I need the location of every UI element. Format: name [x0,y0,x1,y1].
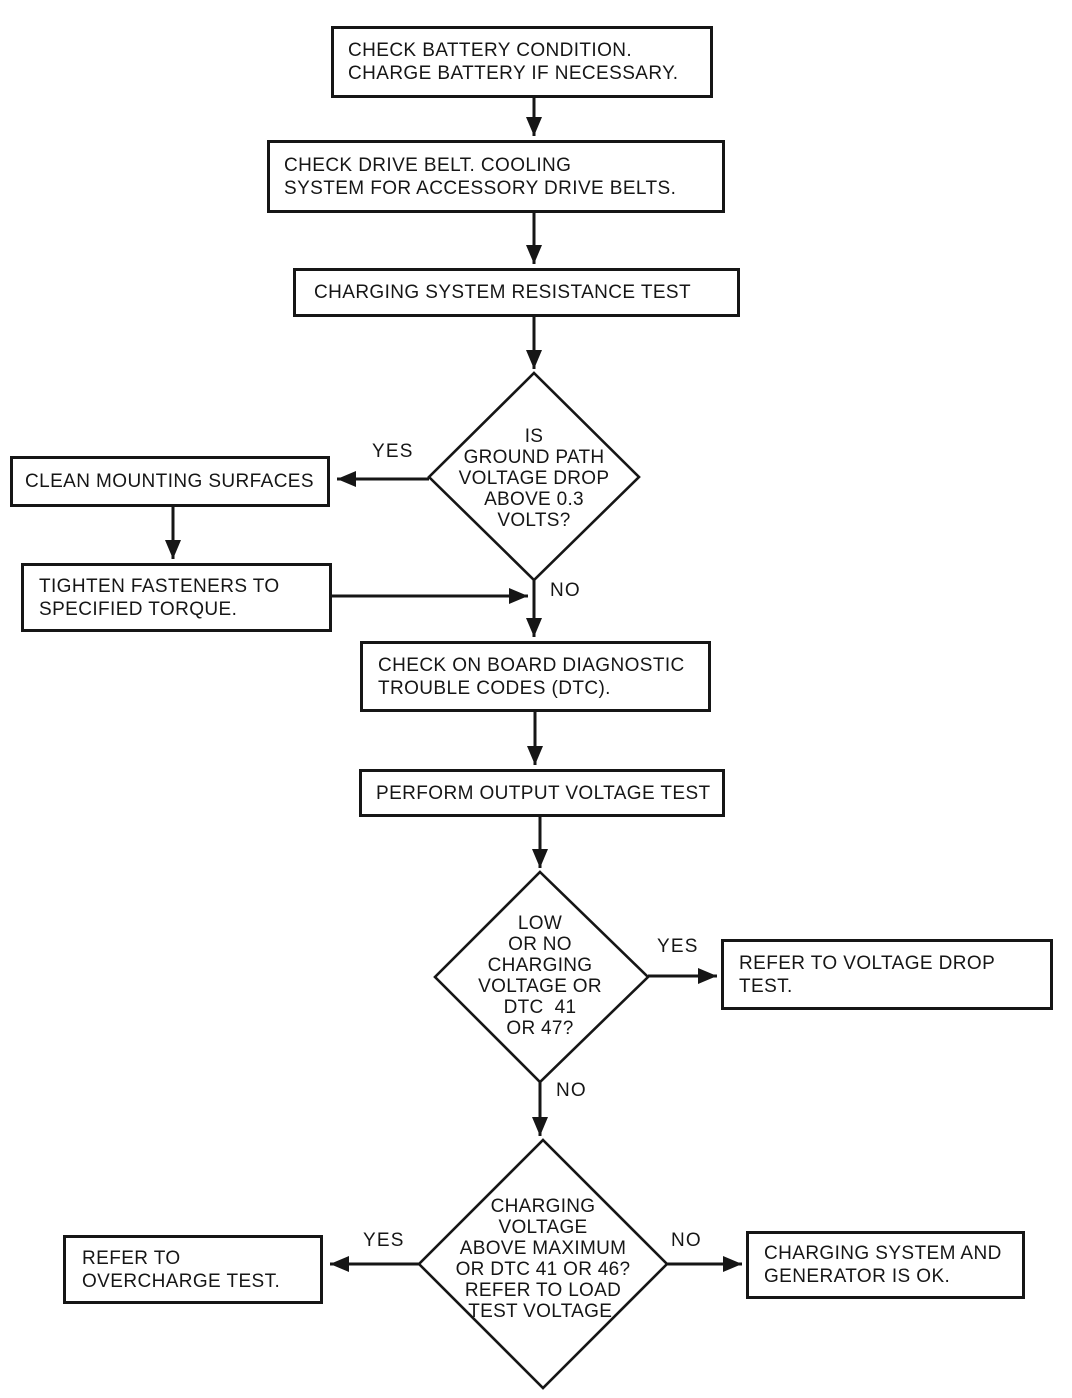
node-voltage-drop-test-label: REFER TO VOLTAGE DROP TEST. [739,952,996,997]
decision-overcharge-label: CHARGING VOLTAGE ABOVE MAXIMUM OR DTC 41… [455,1196,631,1322]
node-clean-mounting-surfaces: CLEAN MOUNTING SURFACES [10,456,330,507]
node-output-voltage-test-label: PERFORM OUTPUT VOLTAGE TEST [376,782,711,804]
node-tighten-fasteners-label: TIGHTEN FASTENERS TO SPECIFIED TORQUE. [39,575,280,620]
node-refer-overcharge-test: REFER TO OVERCHARGE TEST. [63,1235,323,1304]
edge-label-low-voltage-no: NO [556,1080,587,1101]
edge-label-low-voltage-yes: YES [657,936,699,957]
edge-label-ground-path-yes: YES [372,441,414,462]
node-check-battery: CHECK BATTERY CONDITION. CHARGE BATTERY … [331,26,713,98]
node-refer-voltage-drop-test: REFER TO VOLTAGE DROP TEST. [721,939,1053,1010]
edge-label-overcharge-no: NO [671,1230,702,1251]
node-charging-system-resistance-test: CHARGING SYSTEM RESISTANCE TEST [293,268,740,317]
node-check-battery-label: CHECK BATTERY CONDITION. CHARGE BATTERY … [348,40,679,84]
node-clean-mounting-label: CLEAN MOUNTING SURFACES [25,471,314,492]
node-check-drive-belt: CHECK DRIVE BELT. COOLING SYSTEM FOR ACC… [267,140,725,213]
edge-label-ground-path-no: NO [550,580,581,601]
node-resistance-test-label: CHARGING SYSTEM RESISTANCE TEST [314,282,691,303]
decision-low-voltage-label: LOW OR NO CHARGING VOLTAGE OR DTC 41 OR … [478,913,602,1039]
node-check-drive-belt-label: CHECK DRIVE BELT. COOLING SYSTEM FOR ACC… [284,154,677,199]
node-tighten-fasteners: TIGHTEN FASTENERS TO SPECIFIED TORQUE. [21,563,332,632]
decision-charging-voltage-above-maximum [417,1138,669,1390]
node-charging-system-ok: CHARGING SYSTEM AND GENERATOR IS OK. [746,1231,1025,1299]
node-check-dtc-label: CHECK ON BOARD DIAGNOSTIC TROUBLE CODES … [378,654,685,699]
decision-ground-path-label: IS GROUND PATH VOLTAGE DROP ABOVE 0.3 VO… [458,426,610,531]
node-overcharge-test-label: REFER TO OVERCHARGE TEST. [82,1247,281,1292]
node-system-ok-label: CHARGING SYSTEM AND GENERATOR IS OK. [764,1243,1002,1287]
node-perform-output-voltage-test: PERFORM OUTPUT VOLTAGE TEST [359,769,725,817]
edge-label-overcharge-yes: YES [363,1230,405,1251]
node-check-dtc: CHECK ON BOARD DIAGNOSTIC TROUBLE CODES … [360,641,711,712]
